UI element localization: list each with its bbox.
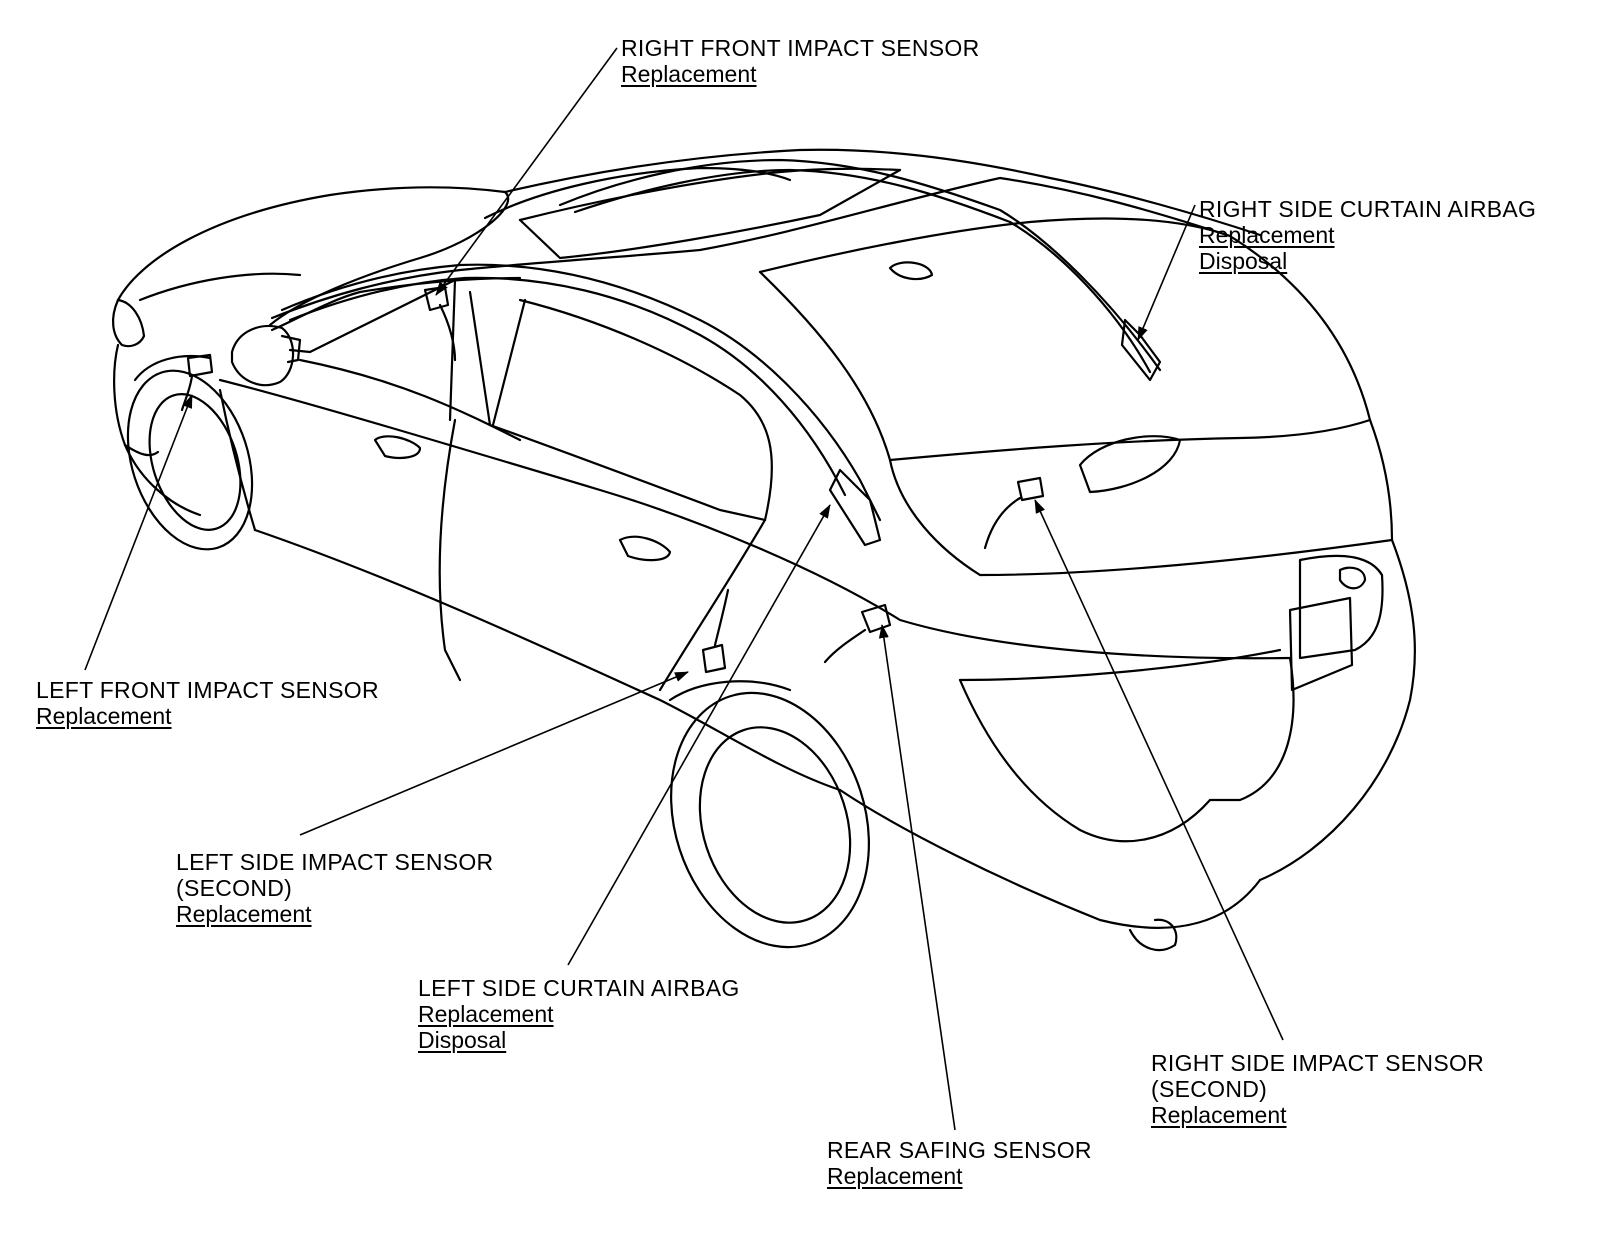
callout-right-side-curtain-airbag: RIGHT SIDE CURTAIN AIRBAG Replacement Di…: [1199, 196, 1536, 274]
callout-subtitle: (SECOND): [176, 875, 293, 901]
disposal-link[interactable]: Disposal: [418, 1027, 507, 1053]
callout-title: RIGHT SIDE CURTAIN AIRBAG: [1199, 196, 1537, 222]
callout-subtitle: (SECOND): [1151, 1076, 1268, 1102]
replacement-link[interactable]: Replacement: [1199, 222, 1335, 248]
disposal-link[interactable]: Disposal: [1199, 248, 1288, 274]
callout-title: RIGHT FRONT IMPACT SENSOR: [621, 35, 980, 61]
callout-title: LEFT FRONT IMPACT SENSOR: [36, 677, 379, 703]
callout-rear-safing-sensor: REAR SAFING SENSOR Replacement: [827, 1137, 1092, 1189]
replacement-link[interactable]: Replacement: [1151, 1102, 1287, 1128]
leader-right-front-impact-sensor: [435, 47, 618, 296]
replacement-link[interactable]: Replacement: [176, 901, 312, 927]
callout-title: REAR SAFING SENSOR: [827, 1137, 1092, 1163]
leader-rear-safing-sensor: [878, 624, 956, 1131]
replacement-link[interactable]: Replacement: [621, 61, 757, 87]
leader-left-side-impact-sensor: [299, 671, 689, 836]
replacement-link[interactable]: Replacement: [36, 703, 172, 729]
callout-title: LEFT SIDE CURTAIN AIRBAG: [418, 975, 740, 1001]
leader-left-front-impact-sensor: [84, 394, 193, 671]
leader-left-side-curtain-airbag: [567, 504, 831, 966]
callout-left-side-impact-sensor-second: LEFT SIDE IMPACT SENSOR (SECOND) Replace…: [176, 849, 493, 927]
callout-title: RIGHT SIDE IMPACT SENSOR: [1151, 1050, 1485, 1076]
leader-right-side-impact-sensor: [1034, 499, 1284, 1041]
callout-right-front-impact-sensor: RIGHT FRONT IMPACT SENSOR Replacement: [621, 35, 980, 87]
replacement-link[interactable]: Replacement: [827, 1163, 963, 1189]
callout-title: LEFT SIDE IMPACT SENSOR: [176, 849, 494, 875]
callout-left-side-curtain-airbag: LEFT SIDE CURTAIN AIRBAG Replacement Dis…: [418, 975, 740, 1053]
leader-right-side-curtain-airbag: [1137, 204, 1196, 341]
car-outline-drawing: [112, 148, 1416, 952]
callout-left-front-impact-sensor: LEFT FRONT IMPACT SENSOR Replacement: [36, 677, 379, 729]
callout-right-side-impact-sensor-second: RIGHT SIDE IMPACT SENSOR (SECOND) Replac…: [1151, 1050, 1484, 1128]
replacement-link[interactable]: Replacement: [418, 1001, 554, 1027]
